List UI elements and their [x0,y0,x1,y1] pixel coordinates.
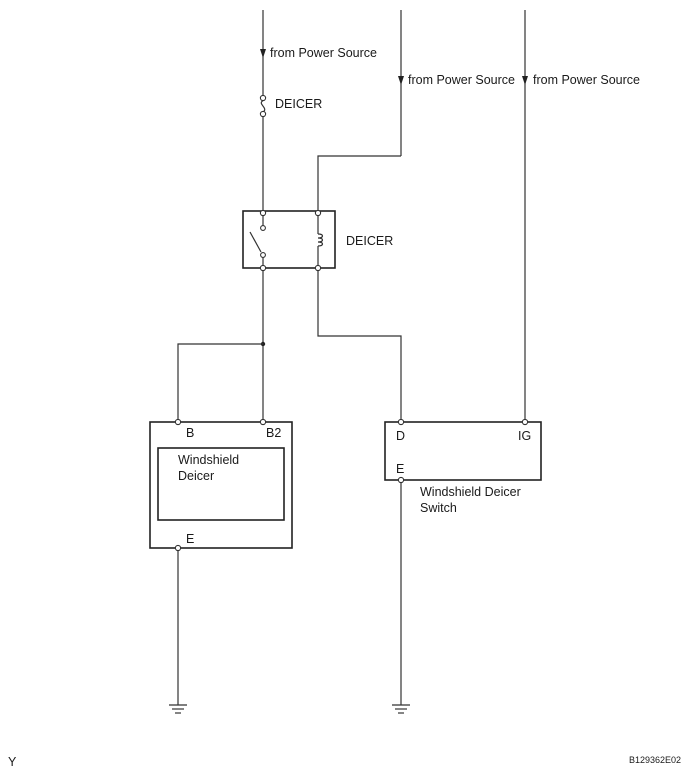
footer-left-mark: Y [8,755,17,769]
power-line-left [260,10,266,96]
windshield-deicer-switch [384,418,542,484]
arrow-down-icon [398,76,404,85]
deicer-name-line2: Deicer [178,469,214,483]
switch-name-line1: Windshield Deicer [420,485,521,499]
deicer-terminal-b2: B2 [266,426,281,440]
arrow-down-icon [260,49,266,58]
switch-terminal-d: D [396,429,405,443]
ground-icon [392,704,410,714]
deicer-terminal-b: B [186,426,194,440]
deicer-terminal-e: E [186,532,194,546]
figure-code: B129362E02 [629,755,681,765]
deicer-name-line1: Windshield [178,453,239,467]
switch-terminal-ig: IG [518,429,531,443]
fuse-icon [259,94,267,118]
power-line-right [522,10,528,421]
power-label-right: from Power Source [533,73,640,87]
power-line-middle [317,10,404,212]
power-label-left: from Power Source [270,46,377,60]
switch-name-line2: Switch [420,501,457,515]
coil-icon [317,233,324,247]
windshield-deicer [149,418,293,552]
arrow-down-icon [522,76,528,85]
switch-contact-icon [249,231,262,253]
ground-icon [169,704,187,714]
switch-terminal-e: E [396,462,404,476]
relay-label: DEICER [346,234,393,248]
fuse-label: DEICER [275,97,322,111]
relay [242,209,336,272]
power-label-middle: from Power Source [408,73,515,87]
